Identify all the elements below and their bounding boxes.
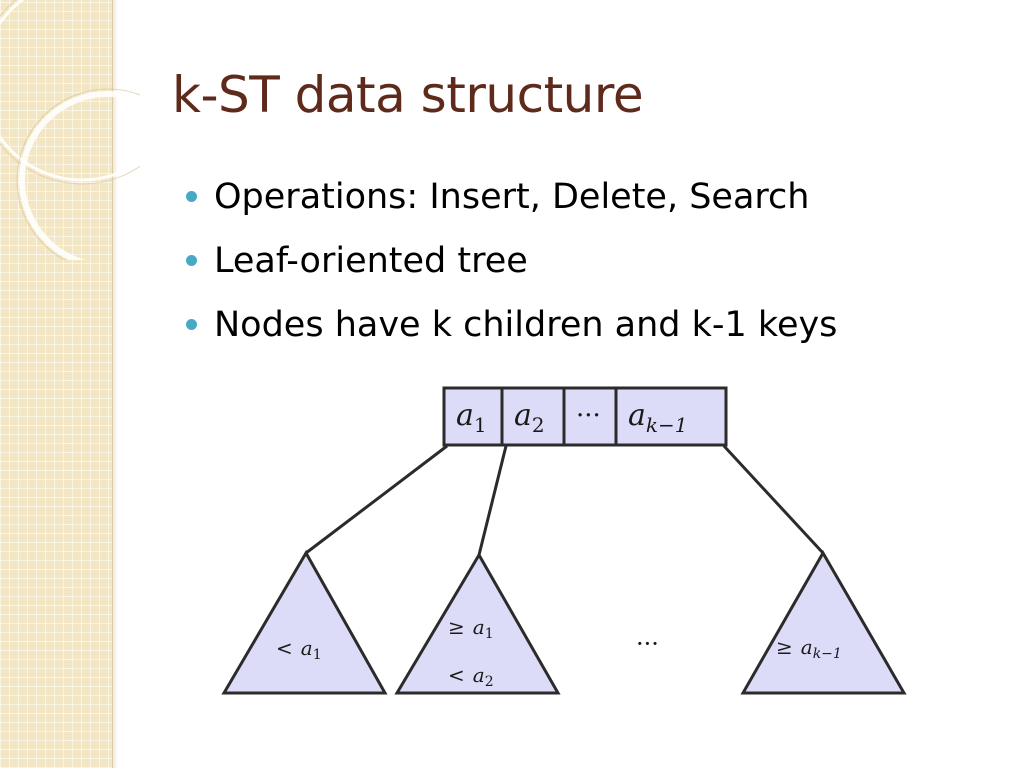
edge-child-k <box>722 444 825 555</box>
decorative-side-panel <box>0 0 113 768</box>
bullet-item: Operations: Insert, Delete, Search <box>186 170 837 234</box>
node-key-3: ··· <box>576 401 601 431</box>
node-cell-2 <box>500 386 566 447</box>
bullet-text: Nodes have k children and k-1 keys <box>214 305 838 345</box>
node-key-2: a2 <box>514 398 545 437</box>
bullet-dot-icon <box>186 319 197 330</box>
bullet-text: Operations: Insert, Delete, Search <box>214 177 810 217</box>
subtree-2-label-lower: <a2 <box>448 663 494 690</box>
subtree-2-label-upper: ≥a1 <box>448 615 494 642</box>
subtree-k <box>740 549 907 695</box>
bullet-dot-icon <box>186 191 197 202</box>
edge-child-1 <box>305 444 448 555</box>
side-panel-shadow <box>112 0 118 768</box>
subtree-2 <box>394 552 561 695</box>
subtree-k-label: ≥ak−1 <box>776 635 842 662</box>
node-cell-3 <box>562 386 618 447</box>
subtree-1-label: <a1 <box>276 636 322 663</box>
bullet-item: Nodes have k children and k-1 keys <box>186 298 837 362</box>
decorative-swirl <box>0 0 140 260</box>
slide-title: k-ST data structure <box>172 66 644 124</box>
subtree-gap-ellipsis: ··· <box>636 630 659 658</box>
bullet-item: Leaf-oriented tree <box>186 234 837 298</box>
subtree-1 <box>221 549 388 695</box>
bullet-list: Operations: Insert, Delete, Search Leaf-… <box>186 170 837 362</box>
bullet-text: Leaf-oriented tree <box>214 241 528 281</box>
node-cell-4 <box>614 386 728 447</box>
node-key-1: a1 <box>456 398 487 437</box>
edge-child-2 <box>477 445 508 556</box>
internal-node: a1 a2 ··· ak−1 <box>442 386 728 447</box>
bullet-dot-icon <box>186 255 197 266</box>
node-key-4: ak−1 <box>628 398 688 437</box>
